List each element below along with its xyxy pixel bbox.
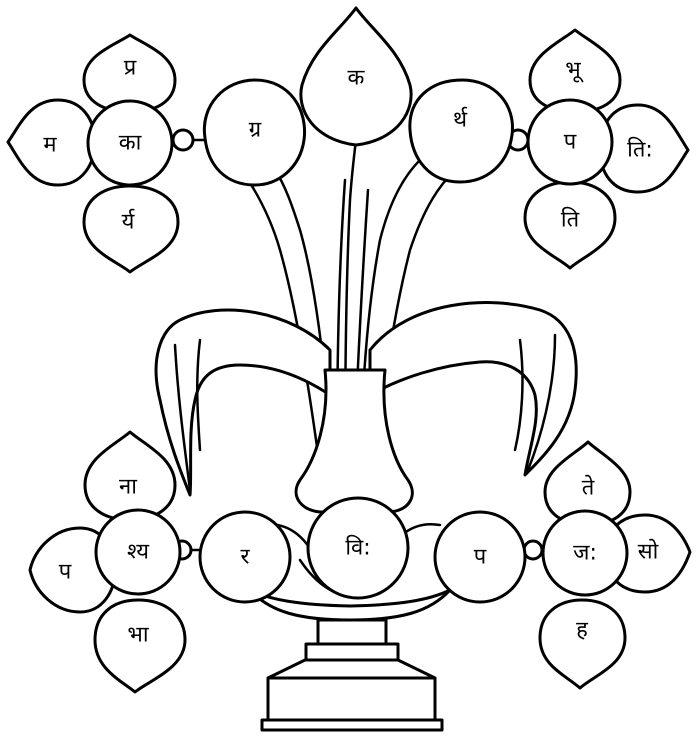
flower-bottom-right: ते सो ह ज: [540,442,690,688]
top-bud-center: क [301,8,411,145]
syllable-tl-top: प्र [124,56,137,81]
syllable-tl-left: म [43,133,57,158]
flower-top-left: प्र म र्य का [8,35,178,272]
syllable-top-right: र्थ [453,107,468,133]
left-leaf [156,310,330,495]
syllable-br-bottom: ह [576,618,588,643]
syllable-tl-center: का [119,131,142,156]
top-bud-right: र्थ [410,80,513,182]
syllable-bl-left: प [59,560,72,585]
syllable-tr-bottom: ति [561,207,580,233]
base-bud-left: र [200,512,290,602]
pedestal [250,590,450,730]
base-bud-right: प [435,512,525,602]
syllable-bl-top: ना [119,475,137,500]
top-bud-left: ग्र [204,80,304,185]
syllable-br-right: सो [638,539,659,565]
right-leaf [370,303,576,475]
syllable-top-center: क [348,66,366,91]
syllable-tl-bottom: र्य [122,209,136,235]
syllable-base-left: र [241,545,251,570]
syllable-br-center: ज: [573,541,597,566]
syllable-base-center: वि: [345,535,370,561]
flower-bottom-left: ना प भा श्य [30,432,185,692]
syllable-bl-bottom: भा [127,623,148,648]
connector-knob-tl [173,130,193,150]
base-bud-center: वि: [308,498,408,598]
syllable-bl-center: श्य [127,540,150,565]
syllable-br-top: ते [582,475,595,501]
syllable-top-left: ग्र [249,118,262,143]
flower-top-right: भू ति: ति प [525,30,688,268]
vase [296,370,412,512]
syllable-base-right: प [474,545,487,570]
connector-knob-br [524,541,542,559]
syllable-tr-right: ति: [627,137,653,163]
syllable-tr-center: प [564,130,577,155]
